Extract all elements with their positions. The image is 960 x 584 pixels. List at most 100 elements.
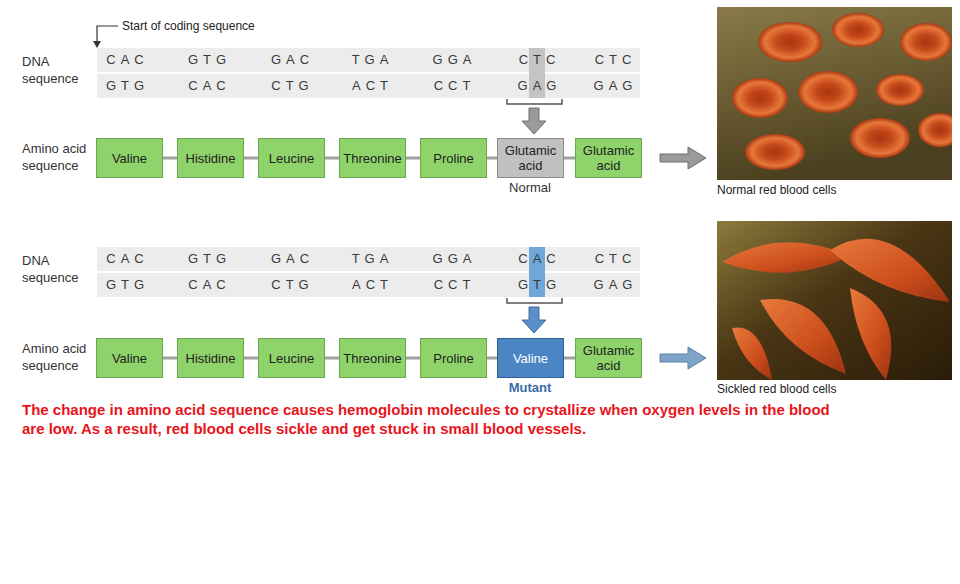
peptide-link	[564, 357, 575, 360]
codon-bracket	[507, 298, 562, 303]
dna-codon: CTC	[514, 52, 561, 68]
down-arrow	[522, 307, 546, 333]
normal-cells-photo	[717, 7, 952, 180]
red-blood-cell	[850, 118, 910, 158]
amino-acid-name: Leucine	[269, 151, 315, 166]
sickle-cell	[850, 288, 891, 380]
amino-acid-name: Glutamic acid	[580, 143, 637, 173]
red-blood-cell	[918, 113, 952, 147]
sickle-cell	[830, 239, 950, 302]
amino-acid-name: Valine	[513, 351, 548, 366]
dna-codon: CAC	[513, 251, 560, 267]
amino-acid-name: Threonine	[343, 351, 402, 366]
amino-acid-box: Histidine	[177, 338, 244, 378]
amino-acid-name: Proline	[433, 151, 473, 166]
row-label: Amino acid sequence	[22, 140, 94, 174]
dna-codon: GTG	[101, 78, 149, 94]
peptide-link	[244, 357, 258, 360]
dna-codon: ACT	[347, 78, 393, 94]
down-arrow	[522, 108, 546, 134]
row-label: DNA sequence	[22, 53, 86, 87]
dna-codon: CTG	[266, 277, 313, 293]
red-blood-cell	[758, 22, 822, 62]
dna-codon: CAC	[183, 277, 230, 293]
amino-acid-box: Valine	[96, 338, 163, 378]
row-label: Amino acid sequence	[22, 340, 94, 374]
photo-caption: Sickled red blood cells	[717, 382, 836, 396]
state-label: Normal	[509, 180, 551, 196]
sickle-cell	[760, 299, 846, 374]
peptide-link	[406, 157, 420, 160]
dna-strand-band	[97, 273, 640, 297]
result-arrow	[660, 147, 706, 169]
peptide-link	[487, 357, 497, 360]
row-label: DNA sequence	[22, 252, 86, 286]
peptide-link	[487, 157, 497, 160]
peptide-link	[163, 157, 177, 160]
dna-strand-band	[97, 247, 640, 271]
dna-codon: CAC	[101, 251, 148, 267]
red-blood-cell	[876, 74, 924, 106]
amino-acid-name: Glutamic acid	[580, 343, 637, 373]
red-blood-cell	[798, 71, 858, 113]
dna-codon: CTC	[590, 52, 637, 68]
amino-acid-box: Threonine	[339, 138, 406, 178]
amino-acid-box: Glutamic acid	[575, 138, 642, 178]
peptide-link	[163, 357, 177, 360]
dna-codon: GTG	[513, 277, 561, 293]
dna-codon: GAC	[266, 251, 314, 267]
dna-codon: GAG	[513, 78, 562, 94]
peptide-link	[564, 157, 575, 160]
amino-acid-name: Valine	[112, 351, 147, 366]
amino-acid-name: Histidine	[186, 351, 236, 366]
amino-acid-name: Threonine	[343, 151, 402, 166]
dna-codon: CCT	[429, 277, 476, 293]
dna-codon: CCT	[429, 78, 476, 94]
dna-strand-band	[97, 74, 640, 98]
dna-codon: ACT	[347, 277, 393, 293]
amino-acid-box: Histidine	[177, 138, 244, 178]
amino-acid-box: Proline	[420, 138, 487, 178]
dna-codon: CAC	[183, 78, 230, 94]
amino-acid-name: Valine	[112, 151, 147, 166]
pointer-label: Start of coding sequence	[122, 19, 255, 33]
state-label: Mutant	[509, 380, 552, 396]
peptide-link	[244, 157, 258, 160]
explanation-note: The change in amino acid sequence causes…	[22, 400, 832, 438]
dna-codon: CTC	[590, 251, 637, 267]
dna-codon: GTG	[101, 277, 149, 293]
dna-codon: CAC	[101, 52, 148, 68]
amino-acid-box: Threonine	[339, 338, 406, 378]
red-blood-cell	[745, 134, 805, 170]
amino-acid-name: Glutamic acid	[502, 143, 559, 173]
codon-bracket	[507, 99, 562, 104]
photo-ground	[717, 221, 952, 380]
amino-acid-box: Valine	[96, 138, 163, 178]
amino-acid-box: Leucine	[258, 338, 325, 378]
peptide-link	[406, 357, 420, 360]
amino-acid-box: Proline	[420, 338, 487, 378]
dna-codon: GTG	[183, 251, 231, 267]
red-blood-cell	[832, 13, 884, 47]
photo-ground	[717, 7, 952, 180]
dna-codon: TGA	[347, 251, 394, 267]
amino-acid-box: Leucine	[258, 138, 325, 178]
amino-acid-box: Valine	[497, 338, 564, 378]
amino-acid-box: Glutamic acid	[575, 338, 642, 378]
amino-acid-name: Histidine	[186, 151, 236, 166]
pointer-head	[93, 41, 101, 48]
dna-codon: GGA	[428, 52, 477, 68]
dna-strand-band	[97, 48, 640, 72]
sickle-cell	[732, 327, 772, 380]
photo-caption: Normal red blood cells	[717, 183, 836, 197]
red-blood-cell	[732, 78, 788, 118]
amino-acid-box: Glutamic acid	[497, 138, 564, 178]
peptide-link	[325, 357, 339, 360]
dna-codon: GAC	[266, 52, 314, 68]
start-pointer	[97, 26, 118, 42]
peptide-link	[325, 157, 339, 160]
dna-codon: TGA	[347, 52, 394, 68]
amino-acid-name: Proline	[433, 351, 473, 366]
sickled-cells-photo	[717, 221, 952, 380]
result-arrow	[660, 347, 706, 369]
